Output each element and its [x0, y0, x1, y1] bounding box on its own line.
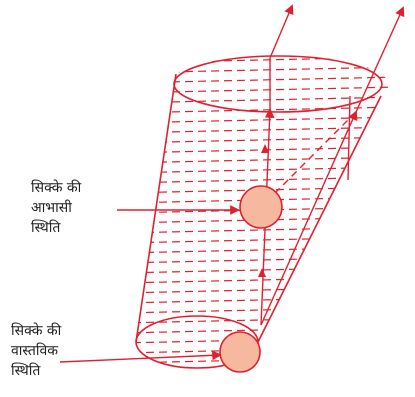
hatch-line	[136, 166, 389, 174]
apparent-label-line-3: स्थिति	[31, 220, 61, 236]
hatch-line	[136, 316, 389, 324]
real-position-label: सिक्के की वास्तविक स्थिति	[11, 321, 61, 381]
container-top-rim	[173, 55, 383, 113]
hatch-line	[136, 356, 389, 364]
apparent-position-label: सिक्के की आभासी स्थिति	[31, 178, 81, 238]
hatch-line	[136, 246, 389, 254]
real-label-line-1: सिक्के की	[11, 323, 62, 339]
ray-direction-markers	[258, 144, 269, 277]
hatch-line	[136, 346, 389, 354]
hatch-line	[136, 366, 389, 368]
hatch-line	[136, 206, 389, 214]
hatch-line	[136, 136, 389, 144]
apparent-label-line-1: सिक्के की	[31, 180, 82, 196]
hatch-line	[136, 76, 389, 84]
hatch-line	[136, 156, 389, 164]
real-label-line-3: स्थिति	[11, 363, 41, 379]
hatch-line	[136, 196, 389, 204]
hatch-line	[136, 146, 389, 154]
real-label-line-2: वास्तविक	[11, 343, 58, 359]
hatch-line	[136, 326, 389, 334]
hatch-line	[136, 216, 389, 224]
hatch-line	[136, 116, 389, 124]
hatch-line	[136, 126, 389, 134]
hatch-line	[136, 266, 389, 274]
hatch-line	[136, 306, 389, 314]
hatch-line	[136, 56, 389, 64]
hatch-line	[136, 276, 389, 284]
ray-arrow-mark-1	[258, 268, 266, 277]
hatch-line	[136, 336, 389, 344]
ray-vertical-air-arrow	[269, 4, 294, 59]
hatch-line	[136, 296, 389, 304]
hatch-line	[136, 86, 389, 94]
real-coin	[219, 331, 261, 373]
apparent-coin	[239, 185, 283, 229]
hatch-line	[136, 226, 389, 234]
container-left-side	[135, 73, 177, 343]
ray-refracted-air	[355, 6, 405, 113]
hatch-line	[136, 286, 389, 294]
normal-at-surface	[347, 95, 351, 181]
ray-apparent-extension	[269, 111, 357, 199]
hatch-line	[136, 176, 389, 184]
ray-oblique-water	[260, 110, 358, 326]
container-right-side	[257, 95, 382, 343]
label-pointer-real	[59, 350, 222, 363]
light-rays	[59, 4, 405, 363]
hatch-line	[136, 236, 389, 244]
hatch-line	[136, 186, 389, 194]
ray-arrow-mark-2	[261, 144, 269, 153]
container-outline	[135, 55, 383, 369]
hatch-line	[136, 256, 389, 264]
apparent-label-line-2: आभासी	[31, 200, 72, 216]
hatch-line	[136, 66, 389, 74]
